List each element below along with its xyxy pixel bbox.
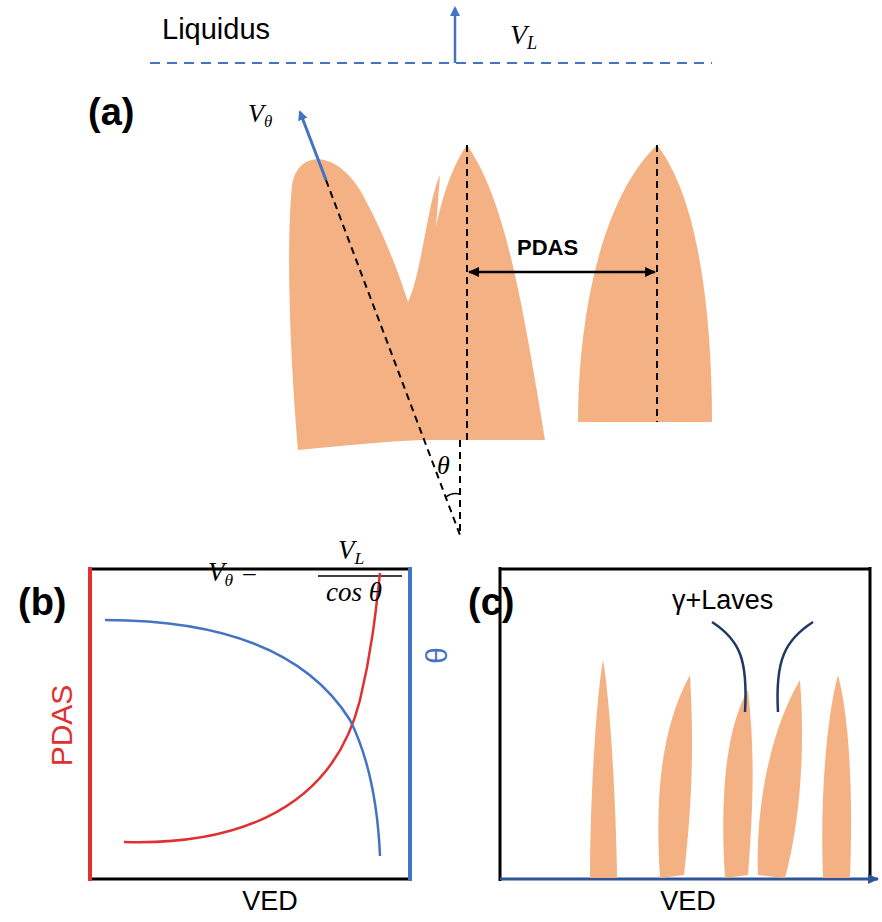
dendrite	[758, 680, 802, 878]
frame	[869, 567, 872, 880]
theta-curve	[105, 620, 380, 856]
axis-label: VED	[660, 887, 716, 917]
fraction-bar	[318, 575, 402, 577]
dendrite	[723, 690, 752, 878]
dendrite	[590, 660, 617, 878]
axis-label: VED	[242, 887, 298, 917]
phase-label: γ+Laves	[672, 586, 773, 616]
pdas-arrow	[469, 271, 655, 274]
left-axis	[88, 567, 92, 881]
right-axis	[408, 567, 412, 881]
ved-axis	[500, 878, 878, 881]
axis-line	[656, 145, 658, 422]
axis-line	[466, 145, 468, 440]
formula-part: Vθ =	[208, 558, 258, 591]
axis-label: PDAS	[45, 684, 78, 766]
tilted-dendrite	[289, 159, 440, 450]
laves-leader	[712, 622, 746, 712]
velocity-arrow	[454, 8, 457, 63]
angle-arc	[446, 493, 460, 497]
velocity-label: VL	[510, 20, 537, 53]
formula-part: cos θ	[326, 578, 382, 608]
dendrite	[658, 675, 692, 878]
panel-label: (c)	[468, 582, 514, 624]
dendrite	[420, 145, 545, 440]
velocity-label: Vθ	[248, 100, 272, 132]
spacing-label: PDAS	[517, 236, 578, 260]
angle-label: θ	[437, 452, 450, 481]
liquidus-line	[150, 62, 712, 64]
dendrite	[822, 675, 851, 878]
line-label: Liquidus	[162, 14, 270, 46]
panel-label: (a)	[88, 92, 134, 134]
growth-axis	[326, 180, 460, 535]
dendrite	[578, 145, 712, 422]
axis-label: θ	[420, 647, 453, 664]
panel-label: (b)	[18, 582, 67, 624]
laves-leader	[777, 622, 813, 712]
growth-arrow	[300, 112, 326, 180]
frame	[90, 878, 410, 881]
vertical-reference	[459, 440, 461, 535]
frame	[500, 568, 870, 571]
formula-part: VL	[338, 536, 364, 569]
